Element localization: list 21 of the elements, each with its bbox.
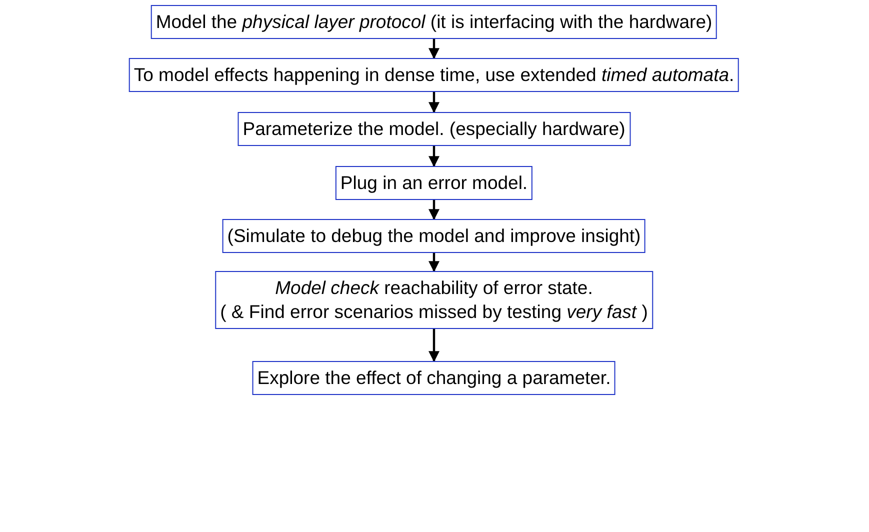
step-text: To model effects happening in dense time, use extended timed automata. — [134, 63, 734, 87]
arrow — [428, 200, 440, 220]
step-text: Model the physical layer protocol (it is interfacing with the hardware) — [156, 10, 712, 34]
arrow — [428, 253, 440, 272]
step-text: ( & Find error scenarios missed by testing very fast ) — [220, 300, 648, 324]
process-box — [252, 361, 616, 395]
process-box — [215, 271, 653, 329]
arrow — [428, 39, 440, 60]
arrow — [428, 329, 440, 362]
arrow — [428, 92, 440, 114]
step-text: (Simulate to debug the model and improve insight) — [227, 224, 641, 248]
process-box — [128, 58, 740, 92]
process-box — [238, 112, 630, 146]
process-box — [150, 5, 718, 39]
process-box — [222, 219, 646, 253]
step-text: Parameterize the model. (especially hardware) — [242, 117, 626, 141]
step-text: Model check reachability of error state. — [274, 276, 594, 300]
step-text: Plug in an error model. — [340, 171, 528, 195]
arrow — [428, 146, 440, 168]
process-box — [335, 166, 533, 200]
step-text: Explore the effect of changing a parameter. — [257, 366, 611, 390]
